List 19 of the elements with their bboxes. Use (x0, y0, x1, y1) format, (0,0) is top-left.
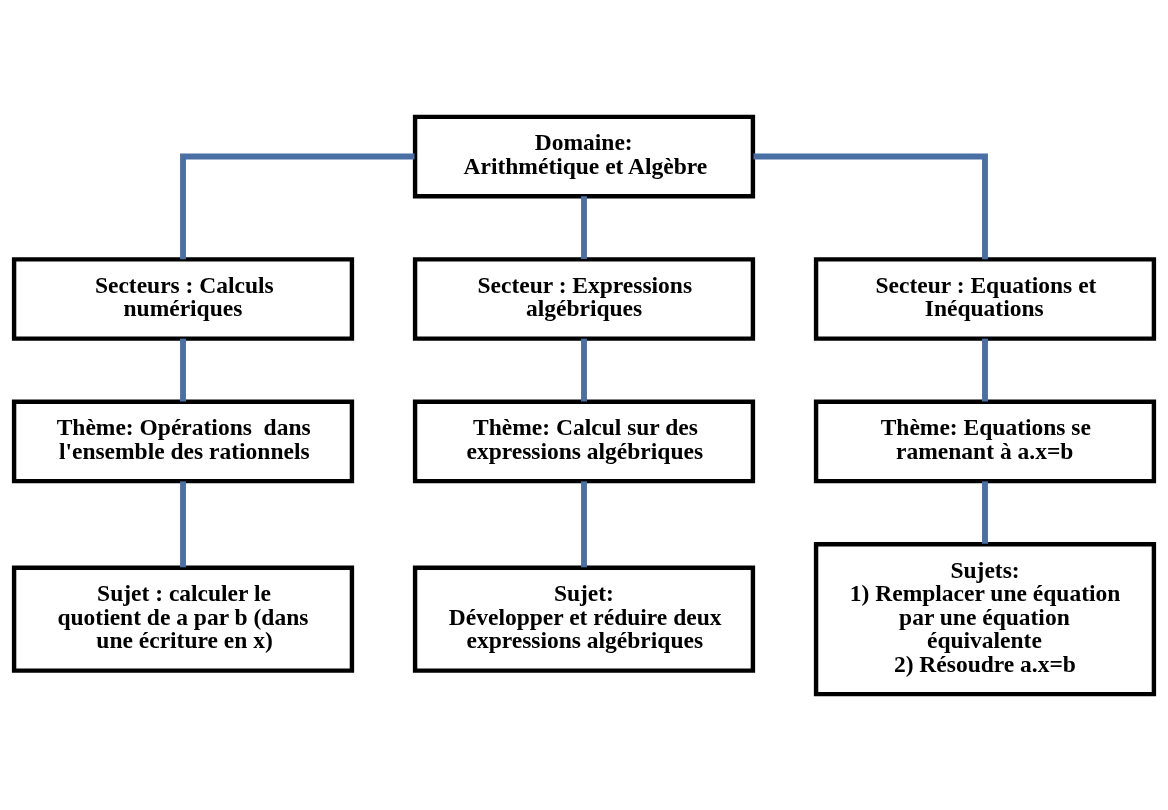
node-box: Secteur : Expressions algébriques (412, 256, 756, 341)
node-box: Thème: Opérations dans l'ensemble des rationnels (11, 399, 355, 483)
connector (180, 338, 186, 401)
node-box: Sujet: Développer et réduire deux expressions algébriques (412, 565, 756, 673)
connector (753, 153, 988, 259)
node-box: Secteur : Equations et Inéquations (813, 256, 1157, 341)
connector (180, 153, 415, 259)
connector (581, 338, 587, 401)
node-box: Sujets: 1) Remplacer une équation par une équation équivalente 2) Résoudre a.x=b (813, 541, 1157, 696)
node-box: Domaine: Arithmétique et Algèbre (412, 114, 756, 198)
node-box: Secteurs : Calculs numériques (11, 256, 355, 341)
node-box: Thème: Calcul sur des expressions algébriques (412, 399, 756, 483)
connector (581, 195, 587, 259)
node-box: Sujet : calculer le quotient de a par b (dans une écriture en x) (11, 565, 355, 673)
connector (581, 480, 587, 567)
connector (180, 480, 186, 567)
node-box: Thème: Equations se ramenant à a.x=b (813, 399, 1157, 483)
connector (982, 480, 988, 544)
connector (982, 338, 988, 401)
